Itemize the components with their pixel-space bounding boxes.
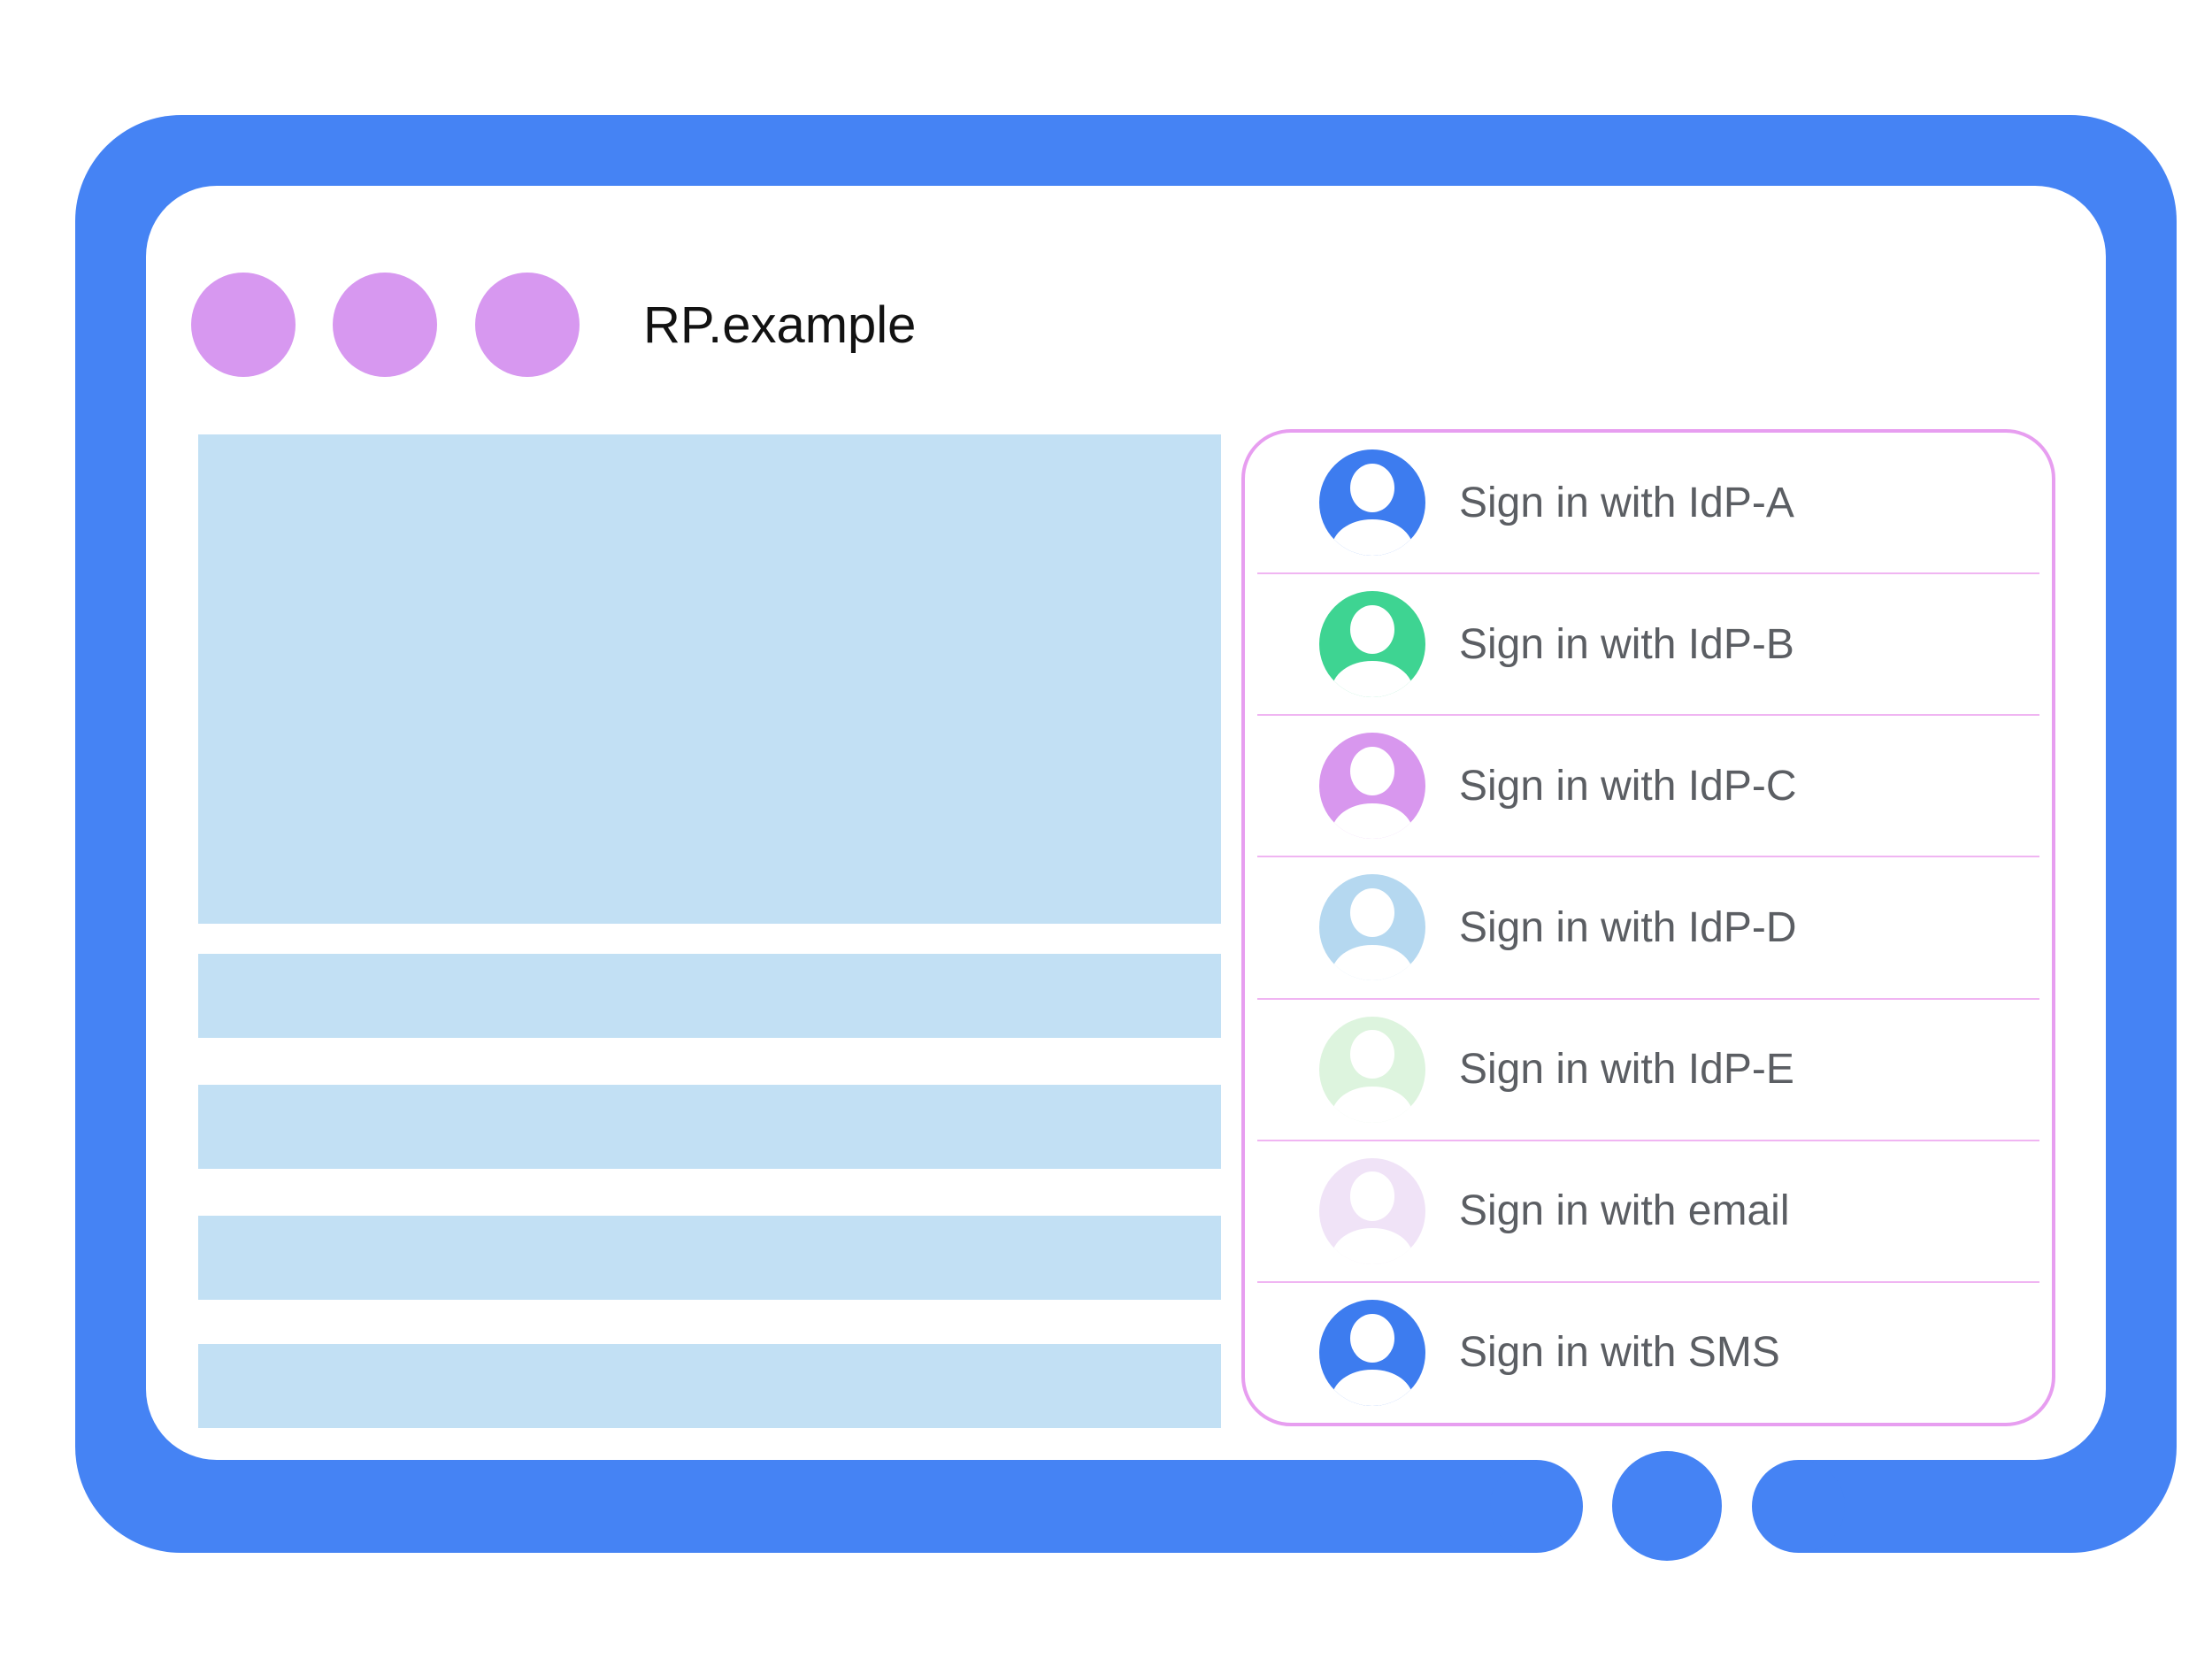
person-avatar-icon (1319, 1157, 1425, 1264)
home-button (1612, 1451, 1722, 1561)
content-placeholder-bar (198, 1216, 1221, 1300)
signin-option-label: Sign in with IdP-A (1459, 479, 1794, 526)
person-avatar-icon (1319, 874, 1425, 981)
content-placeholder-bar (198, 1085, 1221, 1169)
signin-option-sms[interactable]: Sign in with SMS (1257, 1280, 2039, 1423)
signin-option-idp-a[interactable]: Sign in with IdP-A (1257, 433, 2039, 572)
signin-option-idp-e[interactable]: Sign in with IdP-E (1257, 997, 2039, 1140)
signin-option-label: Sign in with IdP-D (1459, 903, 1797, 951)
window-dot-icon (191, 273, 296, 377)
window-dot-icon (333, 273, 437, 377)
person-avatar-icon (1319, 591, 1425, 698)
signin-option-label: Sign in with email (1459, 1187, 1790, 1235)
signin-option-idp-b[interactable]: Sign in with IdP-B (1257, 572, 2039, 714)
content-placeholder-bar (198, 1344, 1221, 1428)
person-avatar-icon (1319, 733, 1425, 840)
content-placeholder-bar (198, 954, 1221, 1038)
site-title: RP.example (643, 296, 917, 354)
signin-option-idp-c[interactable]: Sign in with IdP-C (1257, 714, 2039, 856)
person-avatar-icon (1319, 1299, 1425, 1406)
content-placeholder-hero (198, 434, 1221, 924)
frame-bar-cap (1490, 1460, 1583, 1553)
person-avatar-icon (1319, 1016, 1425, 1123)
signin-option-label: Sign in with IdP-E (1459, 1046, 1794, 1094)
window-dot-icon (475, 273, 580, 377)
signin-option-label: Sign in with IdP-B (1459, 620, 1794, 668)
signin-option-label: Sign in with SMS (1459, 1329, 1780, 1377)
account-chooser-panel: Sign in with IdP-A Sign in with IdP-B Si… (1241, 429, 2055, 1426)
signin-option-idp-d[interactable]: Sign in with IdP-D (1257, 856, 2039, 997)
person-avatar-icon (1319, 449, 1425, 557)
signin-option-label: Sign in with IdP-C (1459, 762, 1797, 810)
signin-option-email[interactable]: Sign in with email (1257, 1139, 2039, 1281)
frame-bar-cap (1752, 1460, 1845, 1553)
